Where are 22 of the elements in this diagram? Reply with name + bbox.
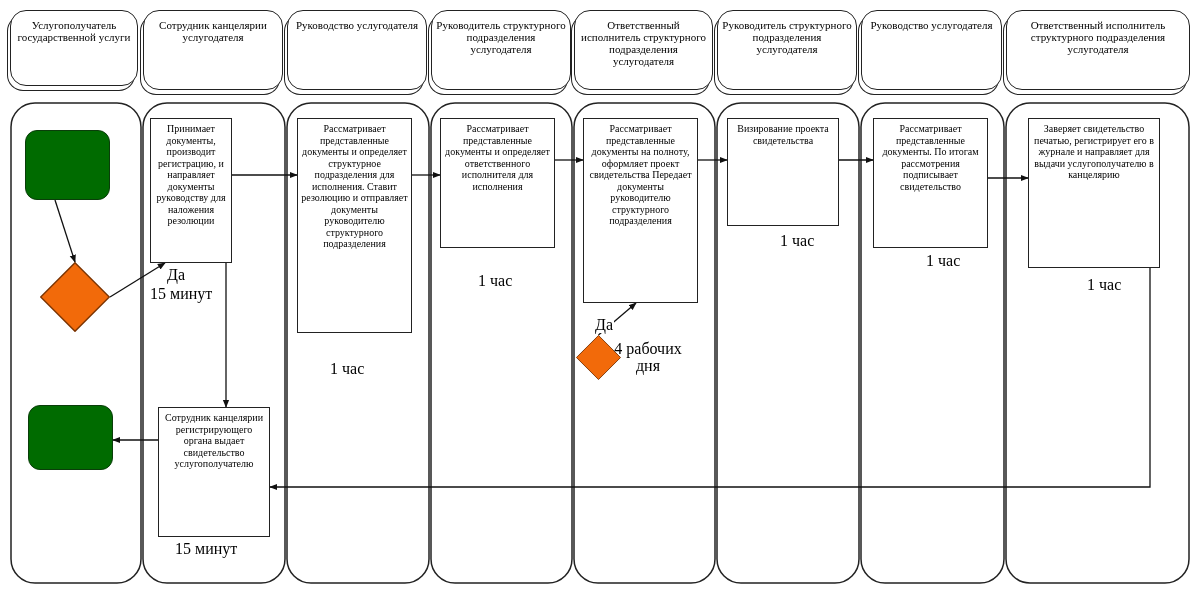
duration-label: 1 час [478, 272, 513, 289]
duration-label: 15 минут [175, 540, 238, 557]
process-box: Рассматривает представленные документы и определяет структурное подразделения для исполнения. Ставит резолюцию и отправляет документы руководителю структурного подразделения [297, 118, 412, 333]
duration-label: 1 час [780, 232, 815, 249]
edge-label: Да [594, 316, 614, 333]
duration-label: 1 час [1087, 276, 1122, 293]
terminal-box [25, 130, 110, 200]
duration-label: 1 час [330, 360, 365, 377]
duration-label: 1 час [926, 252, 961, 269]
process-box: Сотрудник канцелярии регистрирующего органа выдает свидетельство услугополучателю [158, 407, 270, 537]
process-box: Заверяет свидетельство печатью, регистрирует его в журнале и направляет для выдачи услугополучателю в канцелярию [1028, 118, 1160, 268]
process-box: Рассматривает представленные документы и определяет ответственного исполнителя для исполнения [440, 118, 555, 248]
decision-diamond [576, 335, 621, 380]
duration-label: 15 минут [150, 285, 213, 302]
process-box: Рассматривает представленные документы. По итогам рассмотрения подписывает свидетельство [873, 118, 988, 248]
process-box: Принимает документы, производит регистрацию, и направляет документы руководству для наложения резолюции [150, 118, 232, 263]
terminal-box [28, 405, 113, 470]
duration-label: 4 рабочих дня [613, 340, 683, 374]
process-box: Визирование проекта свидетельства [727, 118, 839, 226]
edge-label: Да [166, 266, 186, 283]
decision-diamond [40, 262, 110, 332]
process-box: Рассматривает представленные документы на полноту, оформляет проект свидетельства Передает документы руководителю структурного подразделения [583, 118, 698, 303]
